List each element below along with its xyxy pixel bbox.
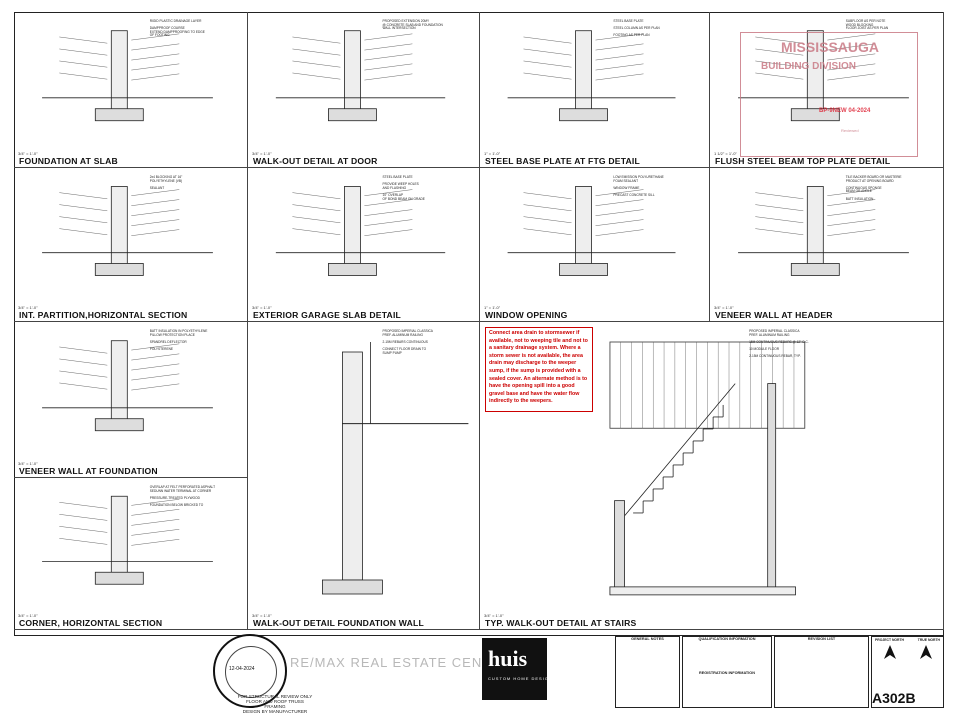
detail-title: INT. PARTITION,HORIZONTAL SECTION <box>19 310 188 320</box>
detail-scale: 3/4" = 1'-0" <box>252 151 272 156</box>
qualification-heading: QUALIFICATION INFORMATION <box>698 637 756 641</box>
detail-drawing <box>609 341 806 596</box>
detail-scale: 3/4" = 1'-0" <box>252 613 272 618</box>
detail-d3: STEEL BASE PLATE STEEL COLUMN AS PER PLA… <box>480 12 710 168</box>
detail-drawing <box>275 186 446 276</box>
detail-drawing <box>42 30 213 122</box>
detail-title: WALK-OUT DETAIL FOUNDATION WALL <box>253 618 424 628</box>
detail-notes: PROPOSED EXTENSION 20MY @ CONCRETE SLAB … <box>382 19 443 31</box>
detail-notes: PROPOSED IMPERIAL CLASSICA PREF. ALUMINU… <box>749 329 809 359</box>
general-notes-heading: GENERAL NOTES <box>631 637 664 641</box>
professional-engineer-seal: 12-04-2024 <box>213 634 287 708</box>
detail-scale: 3/4" = 1'-0" <box>18 461 38 466</box>
revision-list-block: REVISION LIST <box>774 636 869 708</box>
detail-d4: SUBFLOOR AS PER NOTE WOOD BLOCKING FLOOR… <box>710 12 944 168</box>
north-arrow-icon <box>884 645 932 659</box>
detail-drawing <box>507 186 676 276</box>
detail-drawing <box>322 342 469 595</box>
detail-d9: BATT INSULATION IN POLYETHYLENE PILLOW P… <box>14 322 248 478</box>
detail-title: CORNER, HORIZONTAL SECTION <box>19 618 163 628</box>
detail-title: FOUNDATION AT SLAB <box>19 156 118 166</box>
detail-scale: 1 1/2" = 1'-0" <box>714 151 737 156</box>
detail-d2: PROPOSED EXTENSION 20MY @ CONCRETE SLAB … <box>248 12 480 168</box>
detail-title: FLUSH STEEL BEAM TOP PLATE DETAIL <box>715 156 891 166</box>
detail-scale: 1" = 1'-0" <box>484 151 501 156</box>
detail-drawing <box>42 186 213 276</box>
detail-title: VENEER WALL AT HEADER <box>715 310 833 320</box>
stamp-brand: MISSISSAUGA <box>781 39 880 55</box>
building-permit-stamp: MISSISSAUGA BUILDING DIVISION BP-9NEW 04… <box>740 32 918 157</box>
detail-drawing <box>738 30 909 122</box>
stamp-status: Reviewed <box>841 128 859 133</box>
stamp-permit-number: BP-9NEW 04-2024 <box>819 108 871 114</box>
detail-notes: BATT INSULATION IN POLYETHYLENE PILLOW P… <box>149 329 208 351</box>
detail-scale: 1" = 1'-0" <box>484 305 501 310</box>
detail-notes: OVERLAP AT FELT PERFORATED ASPHALT SEDUN… <box>149 485 216 507</box>
detail-drawing <box>42 495 213 585</box>
designer-logo-block <box>482 638 547 700</box>
detail-notes: STEEL BASE PLATE PROVIDE WEEP HOLES AND … <box>382 175 425 201</box>
detail-notes: TILE BACKER BOARD OR MASTERIE PRODUCT AT… <box>845 175 902 201</box>
detail-drawing <box>738 186 909 276</box>
revision-list-heading: REVISION LIST <box>807 637 836 641</box>
detail-d1: RIGID PLASTIC DRAINAGE LAYER DAMPPROOF C… <box>14 12 248 168</box>
detail-d12: PROPOSED IMPERIAL CLASSICA PREF. ALUMINU… <box>480 322 944 630</box>
detail-scale: 3/4" = 1'-0" <box>484 613 504 618</box>
sheet-number: A302B <box>872 690 916 706</box>
detail-scale: 3/4" = 1'-0" <box>18 613 38 618</box>
detail-notes: 2x4 BLOCKING AT 16" POLYETHYLENE (VB) SE… <box>149 175 183 190</box>
detail-d8: TILE BACKER BOARD OR MASTERIE PRODUCT AT… <box>710 168 944 322</box>
designer-logo-sub: CUSTOM HOME DESIGN <box>488 676 553 681</box>
seal-inner-ring <box>225 646 277 698</box>
project-north-label: PROJECT NORTH <box>875 638 905 642</box>
detail-drawing <box>275 30 446 122</box>
detail-title: EXTERIOR GARAGE SLAB DETAIL <box>253 310 401 320</box>
detail-notes: SUBFLOOR AS PER NOTE WOOD BLOCKING FLOOR… <box>845 19 889 31</box>
detail-title: TYP. WALK-OUT DETAIL AT STAIRS <box>485 618 637 628</box>
detail-title: VENEER WALL AT FOUNDATION <box>19 466 158 476</box>
detail-title: WINDOW OPENING <box>485 310 568 320</box>
qualification-block: QUALIFICATION INFORMATION REGISTRATION I… <box>682 636 772 708</box>
detail-scale: 3/4" = 1'-0" <box>18 305 38 310</box>
detail-d10: PROPOSED IMPERIAL CLASSICA PREF. ALUMINU… <box>248 322 480 630</box>
detail-notes: STEEL BASE PLATE STEEL COLUMN AS PER PLA… <box>613 19 660 38</box>
detail-notes: RIGID PLASTIC DRAINAGE LAYER DAMPPROOF C… <box>149 19 205 38</box>
detail-d11: OVERLAP AT FELT PERFORATED ASPHALT SEDUN… <box>14 478 248 630</box>
detail-drawing <box>507 30 676 122</box>
detail-d6: STEEL BASE PLATE PROVIDE WEEP HOLES AND … <box>248 168 480 322</box>
detail-scale: 3/4" = 1'-0" <box>714 305 734 310</box>
detail-title: WALK-OUT DETAIL AT DOOR <box>253 156 378 166</box>
registration-heading: REGISTRATION INFORMATION <box>699 671 755 675</box>
detail-notes: LOW EMISSION POLYURETHANE FOAM SEALANT W… <box>613 175 664 197</box>
designer-logo-name: huis <box>488 646 528 671</box>
north-arrow-block: PROJECT NORTH TRUE NORTH <box>871 636 944 708</box>
realtor-watermark: RE/MAX REAL ESTATE CENTRE INC. <box>290 655 546 670</box>
detail-drawing <box>42 340 213 432</box>
detail-scale: 3/4" = 1'-0" <box>18 151 38 156</box>
detail-scale: 3/4" = 1'-0" <box>252 305 272 310</box>
true-north-label: TRUE NORTH <box>917 638 940 642</box>
detail-d7: LOW EMISSION POLYURETHANE FOAM SEALANT W… <box>480 168 710 322</box>
detail-notes: PROPOSED IMPERIAL CLASSICA PREF. ALUMINU… <box>382 329 433 355</box>
stamp-division: BUILDING DIVISION <box>761 61 857 72</box>
structural-review-note: FOR STRUCTURAL REVIEW ONLY FLOOR AND ROO… <box>237 694 313 714</box>
general-notes-block: GENERAL NOTES <box>615 636 680 708</box>
drainage-callout: Connect area drain to stormsewer if avai… <box>485 327 593 412</box>
seal-date: 12-04-2024 <box>229 666 255 672</box>
detail-d5: 2x4 BLOCKING AT 16" POLYETHYLENE (VB) SE… <box>14 168 248 322</box>
detail-title: STEEL BASE PLATE AT FTG DETAIL <box>485 156 640 166</box>
